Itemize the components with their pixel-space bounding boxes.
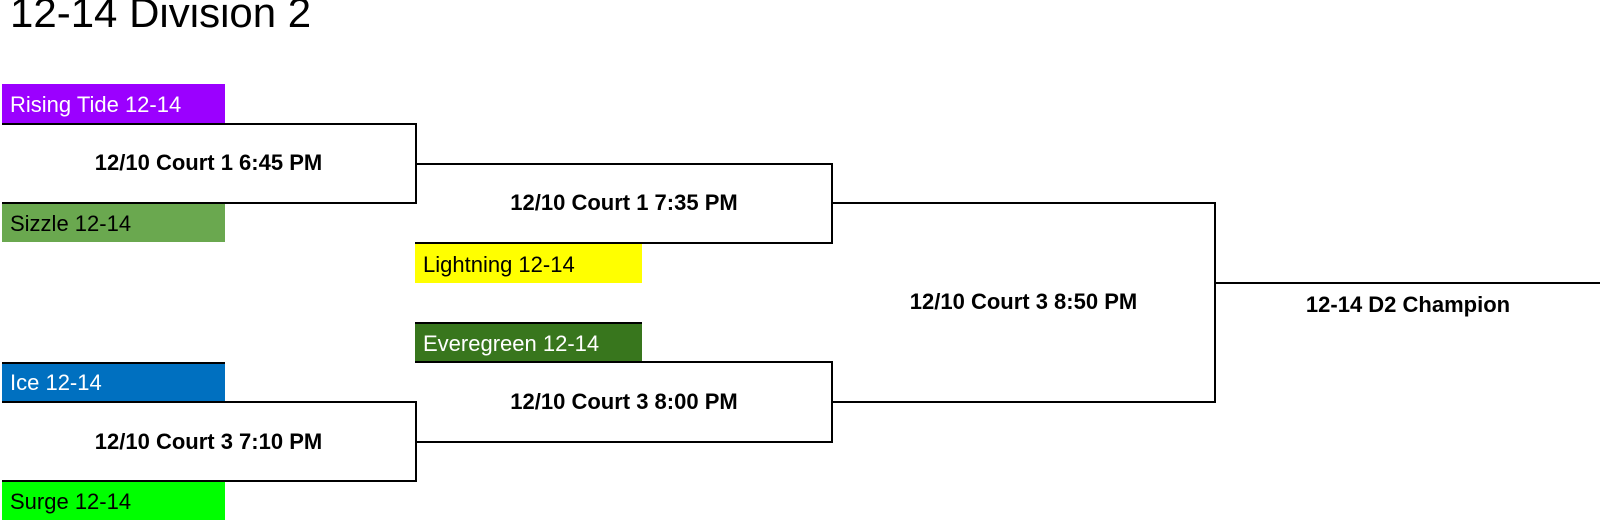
bracket-line <box>831 401 1216 403</box>
team-slot-rising-tide: Rising Tide 12-14 <box>2 84 225 123</box>
page-title: 12-14 Division 2 <box>10 0 312 36</box>
bracket-line <box>415 242 833 244</box>
team-slot-everegreen: Everegreen 12-14 <box>415 323 642 362</box>
bracket-line <box>2 401 417 403</box>
game-label-r2-top: 12/10 Court 1 7:35 PM <box>510 190 738 215</box>
bracket-line <box>415 441 833 443</box>
bracket-line <box>2 202 417 204</box>
team-slot-lightning: Lightning 12-14 <box>415 244 642 283</box>
bracket-line <box>2 480 417 482</box>
game-label-r1-top: 12/10 Court 1 6:45 PM <box>94 150 323 175</box>
bracket-line <box>415 163 833 165</box>
bracket-line <box>1214 202 1216 402</box>
bracket-line <box>2 123 417 125</box>
bracket-line <box>2 362 225 364</box>
champion-label: 12-14 D2 Champion <box>1305 292 1511 317</box>
bracket-line <box>831 202 1216 204</box>
game-label-r2-bottom: 12/10 Court 3 8:00 PM <box>510 389 738 414</box>
team-slot-ice: Ice 12-14 <box>2 362 225 401</box>
bracket-line <box>415 322 642 324</box>
bracket-line <box>415 361 833 363</box>
bracket-line <box>1214 282 1600 284</box>
team-slot-sizzle: Sizzle 12-14 <box>2 203 225 242</box>
game-label-r1-bottom: 12/10 Court 3 7:10 PM <box>94 429 323 454</box>
game-label-final: 12/10 Court 3 8:50 PM <box>909 289 1138 314</box>
team-slot-surge: Surge 12-14 <box>2 481 225 520</box>
